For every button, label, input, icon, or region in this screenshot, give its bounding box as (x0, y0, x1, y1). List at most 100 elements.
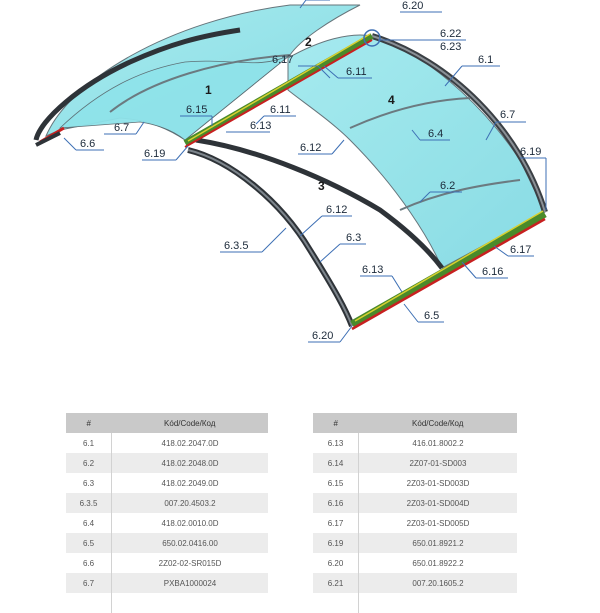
panel-label-3: 3 (318, 179, 325, 193)
table-row: 6.20 650.01.8922.2 (313, 553, 517, 573)
row-code: 416.01.8002.2 (412, 438, 464, 448)
row-code: 007.20.1605.2 (358, 573, 517, 593)
panel-label-2: 2 (305, 35, 312, 49)
header-number: # (313, 413, 359, 433)
callout-6-19-left: 6.19 (144, 148, 165, 160)
header-code: Kód/Code/Код (358, 413, 517, 433)
callout-6-13-top: 6.13 (250, 120, 271, 132)
arch-back (33, 27, 241, 141)
callout-6-15: 6.15 (186, 104, 207, 116)
table-row: 6.13 416.01.8002.2 (313, 433, 517, 453)
table-row: 6.4 418.02.0010.0D (66, 513, 268, 533)
row-code: 418.02.2048.0D (111, 453, 268, 473)
callout-6-16: 6.16 (482, 266, 503, 278)
row-number: 6.3 (66, 473, 112, 493)
callout-6-11-top: 6.11 (346, 66, 367, 78)
arch-middle (195, 137, 444, 270)
row-number: 6.17 (313, 513, 359, 533)
rail-top-yellow (187, 33, 371, 142)
callout-6-7-right: 6.7 (500, 109, 515, 121)
row-code: PXBA1000024 (111, 573, 268, 593)
arch-rib-2 (349, 97, 471, 129)
callout-6-2: 6.2 (440, 180, 455, 192)
header-code: Kód/Code/Код (111, 413, 268, 433)
callout-6-5: 6.5 (424, 310, 439, 322)
row-code: 650.01.8922.2 (412, 558, 464, 568)
callout-6-4: 6.4 (428, 128, 443, 140)
row-number: 6.3.5 (66, 493, 112, 513)
callout-6-23: 6.23 (440, 41, 461, 53)
row-number: 6.15 (313, 473, 359, 493)
table-row: 6.6 2Z02-02-SR015D (66, 553, 268, 573)
callout-6-19-right: 6.19 (520, 146, 541, 158)
table-header-row: # Kód/Code/Код (66, 413, 268, 433)
row-number: 6.6 (66, 553, 112, 573)
table-row (66, 593, 268, 613)
callout-6-17-top: 6.17 (272, 54, 293, 66)
enclosure-diagram: 6.20 6.22 6.23 2 6.1 6.17 6.11 6.7 6.15 … (33, 0, 548, 343)
row-number (66, 593, 112, 613)
row-number: 6.2 (66, 453, 112, 473)
rail-bottom-red (351, 217, 546, 331)
row-code: 2Z03-01-SD003D (406, 478, 470, 488)
callout-6-17-lower: 6.17 (510, 244, 531, 256)
row-code: 650.02.0416.00 (111, 533, 268, 553)
row-number: 6.19 (313, 533, 359, 553)
row-number: 6.13 (313, 433, 359, 453)
rail-bottom-yellow (354, 210, 544, 322)
table-row: 6.15 2Z03-01-SD003D (313, 473, 517, 493)
row-code: 418.02.2047.0D (161, 438, 219, 448)
callout-6-12-lower: 6.12 (326, 204, 347, 216)
row-number: 6.1 (66, 433, 112, 453)
callout-labels: 6.20 6.22 6.23 2 6.1 6.17 6.11 6.7 6.15 … (80, 0, 541, 342)
row-number: 6.7 (66, 573, 112, 593)
detail-circle (363, 29, 381, 47)
callout-6-20-bottom: 6.20 (312, 330, 333, 342)
table-header-row: # Kód/Code/Код (313, 413, 517, 433)
header-number: # (66, 413, 112, 433)
row-code: 418.02.0010.0D (161, 518, 219, 528)
row-number: 6.21 (313, 573, 359, 593)
callout-6-3: 6.3 (346, 232, 361, 244)
row-number: 6.14 (313, 453, 359, 473)
row-number: 6.4 (66, 513, 112, 533)
arch-front-outer-hl (371, 35, 546, 213)
row-code (112, 593, 269, 613)
callout-6-3-5: 6.3.5 (224, 240, 248, 252)
table-row (313, 593, 517, 613)
arch-front-lower-hl (187, 149, 353, 327)
callout-6-6: 6.6 (80, 138, 95, 150)
table-row: 6.1 418.02.2047.0D (66, 433, 268, 453)
callout-6-20-top: 6.20 (402, 0, 423, 12)
row-number: 6.5 (66, 533, 112, 553)
row-code: 2Z03-01-SD004D (358, 493, 517, 513)
row-number: 6.20 (313, 553, 359, 573)
callout-6-12-top: 6.12 (300, 142, 321, 154)
callout-6-13-lower: 6.13 (362, 264, 383, 276)
row-code: 2Z02-02-SR015D (158, 558, 222, 568)
callout-leaders (63, 0, 547, 343)
row-number: 6.16 (313, 493, 359, 513)
glass-panel-1 (58, 54, 291, 141)
rail-top-red (184, 39, 373, 148)
callout-6-1: 6.1 (478, 54, 493, 66)
row-code: 418.02.2049.0D (161, 478, 219, 488)
rail-bottom (350, 210, 547, 328)
row-code: 650.01.8921.2 (358, 533, 517, 553)
arch-rib-3 (399, 179, 521, 211)
row-code (359, 593, 518, 613)
arch-rib-1 (109, 54, 291, 113)
row-code: 2Z07-01-SD003 (358, 453, 517, 473)
panel-label-1: 1 (205, 83, 212, 97)
callout-6-11-mid: 6.11 (270, 104, 291, 116)
callout-6-7-left: 6.7 (114, 122, 129, 134)
